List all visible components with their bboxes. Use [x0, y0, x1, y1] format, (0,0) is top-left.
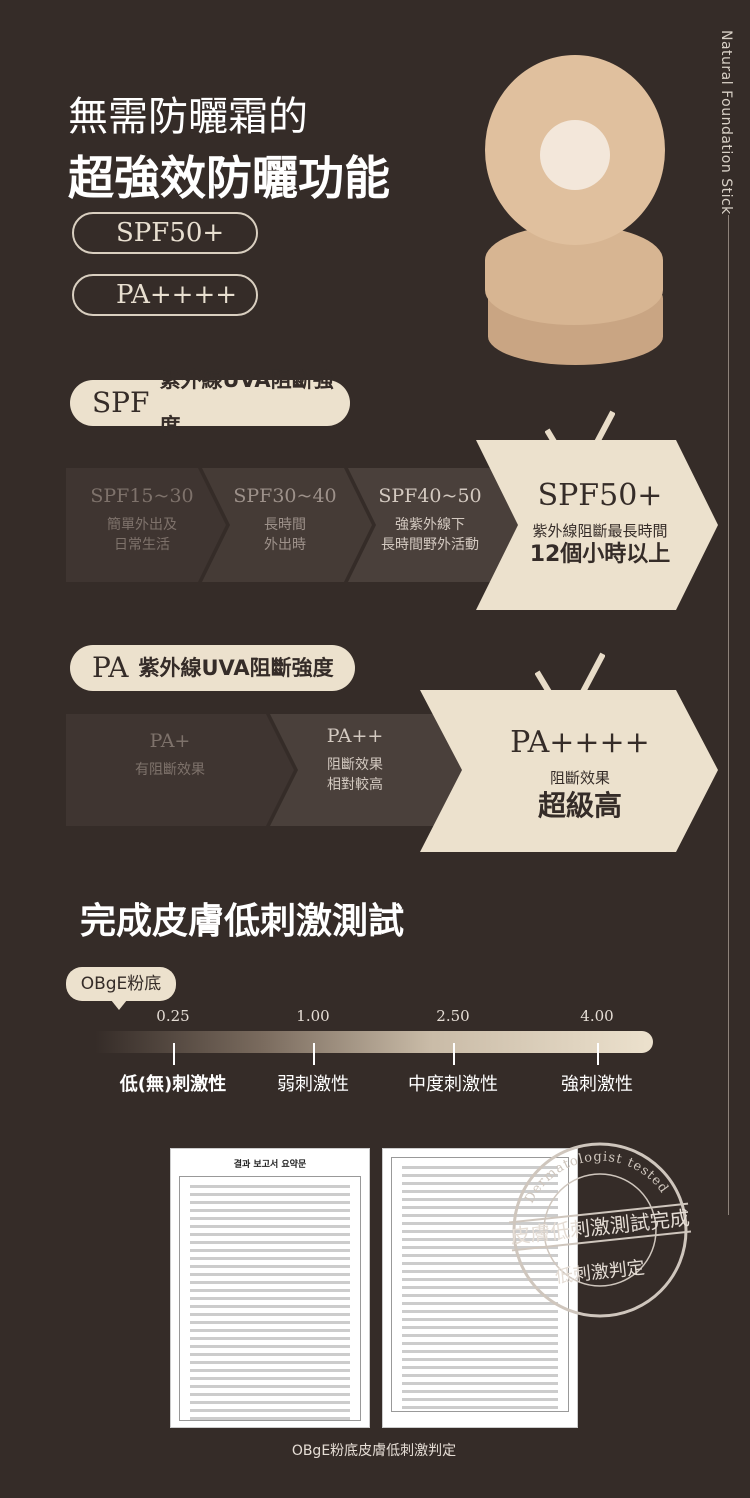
scale-value: 0.25: [156, 1007, 190, 1025]
spf-chevron-1: [66, 468, 226, 582]
test-title: 完成皮膚低刺激測試: [80, 901, 405, 942]
dermatologist-stamp: Dermatologist tested 皮膚低刺激測試完成 低刺激判定: [508, 1140, 692, 1320]
spf-chevron-2: [202, 468, 372, 582]
headline-line2: 超強效防曬功能: [68, 151, 390, 205]
spf-label: 紫外線UVA阻斷強度: [159, 368, 334, 438]
scale-value: 4.00: [580, 1007, 614, 1025]
marker-bubble: OBgE粉底: [66, 967, 176, 1001]
pa-level-1: PA+有阻斷效果: [135, 730, 205, 778]
marker-label: OBgE粉底: [80, 974, 162, 994]
scale-value: 2.50: [436, 1007, 470, 1025]
badge-spf: SPF50+: [72, 212, 258, 254]
scale-label: 低(無)刺激性: [119, 1074, 227, 1095]
marker-pointer: [111, 1000, 127, 1010]
scale-value: 1.00: [296, 1007, 330, 1025]
report-title: 결과 보고서 요약문: [233, 1160, 307, 1170]
report-page-2: [382, 1148, 578, 1428]
scale-label: 弱刺激性: [277, 1074, 349, 1095]
pa-level-2: PA++阻斷效果相對較高: [326, 725, 384, 793]
pa-level-3: PA++++阻斷效果超級高: [510, 725, 650, 822]
badge-pa: PA++++: [72, 274, 258, 316]
spf-prefix: SPF: [92, 386, 150, 419]
scale-tick: [313, 1043, 315, 1065]
scale-tick: [453, 1043, 455, 1065]
pa-chevron-2: [270, 714, 470, 826]
spf-chevron-3: [348, 468, 524, 582]
scale-tick: [597, 1043, 599, 1065]
scale-label: 中度刺激性: [408, 1074, 498, 1095]
pa-heading: PA 紫外線UVA阻斷強度: [70, 645, 355, 691]
scale-tick: [173, 1043, 175, 1065]
headline-line1: 無需防曬霜的: [68, 94, 308, 140]
pa-chevron-1: [66, 714, 294, 826]
report-page-1: 결과 보고서 요약문: [170, 1148, 370, 1428]
pa-label: 紫外線UVA阻斷強度: [138, 656, 334, 680]
caption: OBgE粉底皮膚低刺激判定: [291, 1443, 457, 1459]
product-image: [480, 55, 670, 370]
pa-chevrons: [66, 690, 718, 852]
side-text: Natural Foundation Stick: [718, 30, 734, 215]
spf-chevron-4: [476, 440, 718, 610]
pa-prefix: PA: [92, 651, 129, 684]
spf-chevrons: [66, 440, 718, 610]
pa-chevron-3: [420, 690, 718, 852]
spf-heading: SPF 紫外線UVA阻斷強度: [70, 368, 350, 438]
side-divider: [728, 215, 729, 1215]
scale-label: 強刺激性: [561, 1074, 633, 1095]
scale-bar: [95, 1031, 653, 1053]
